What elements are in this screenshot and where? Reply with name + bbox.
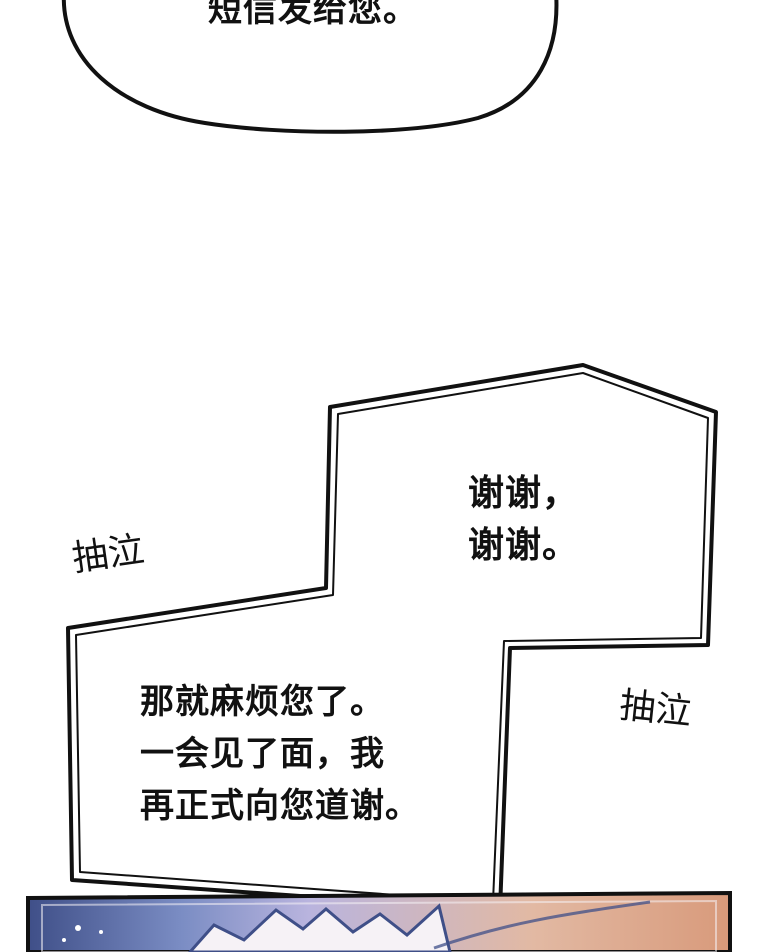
thanks-caption-box — [66, 363, 718, 912]
request-line-3: 再正式向您道谢。 — [140, 786, 420, 826]
top-bubble-text: 短信发给您。 — [208, 0, 418, 30]
thanks-text: 谢谢， 谢谢。 — [468, 468, 579, 572]
sound-effect-right: 抽泣 — [617, 685, 694, 734]
request-line-1: 那就麻烦您了。 — [140, 682, 385, 722]
thanks-line-1: 谢谢， — [468, 473, 580, 514]
request-line-2: 一会见了面，我 — [140, 734, 385, 774]
request-text: 那就麻烦您了。 一会见了面，我 再正式向您道谢。 — [140, 676, 420, 832]
sound-effect-left: 抽泣 — [69, 529, 147, 580]
bottom-art-panel — [26, 890, 732, 952]
top-speech-bubble — [61, 0, 559, 134]
thanks-line-2: 谢谢。 — [468, 525, 580, 566]
